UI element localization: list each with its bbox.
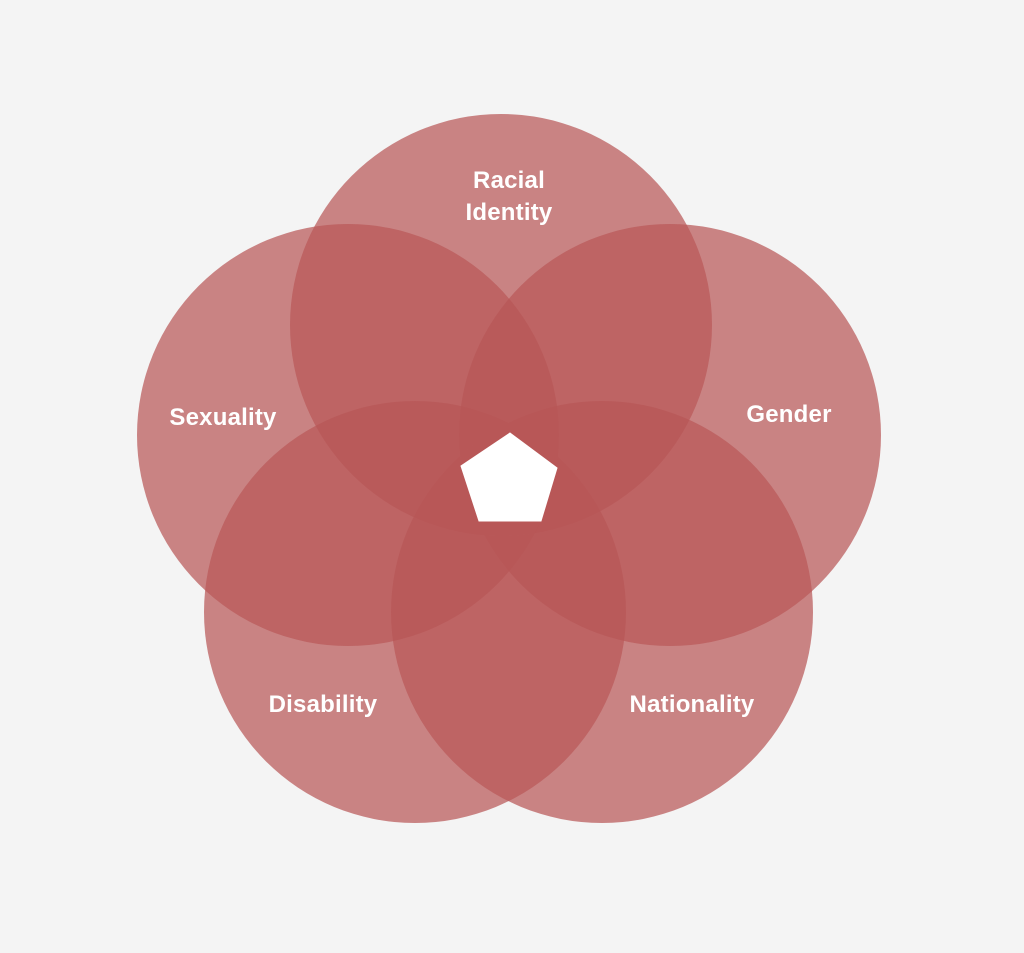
gender-label: Gender	[746, 399, 831, 431]
disability-label: Disability	[269, 689, 378, 721]
sexuality-label-text: Sexuality	[169, 404, 277, 431]
nationality-label-text: Nationality	[629, 691, 755, 718]
racial-identity-label-line1: Racial	[473, 167, 545, 194]
center-intersection	[460, 432, 558, 522]
racial-identity-label: Racial Identity	[466, 165, 553, 229]
racial-identity-label-line2: Identity	[465, 199, 553, 226]
disability-label-text: Disability	[268, 691, 378, 718]
nationality-label: Nationality	[630, 689, 755, 721]
gender-label-text: Gender	[746, 401, 832, 428]
sexuality-circle	[137, 224, 559, 646]
sexuality-label: Sexuality	[169, 402, 276, 434]
